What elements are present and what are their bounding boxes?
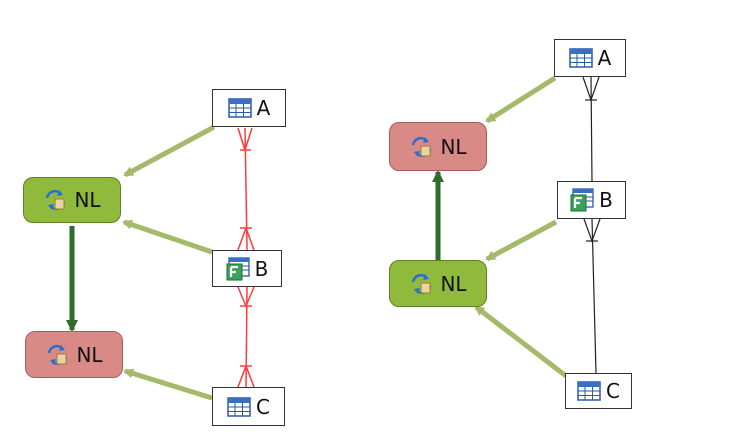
- relation-a-b: [582, 76, 600, 182]
- node-label: C: [256, 394, 270, 419]
- relation-a-b: [237, 127, 255, 251]
- edge-b-to-nl: [122, 219, 213, 255]
- node-label: B: [254, 256, 269, 281]
- flow-b-node[interactable]: B: [212, 250, 282, 287]
- relation-b-c: [583, 218, 601, 374]
- table-icon: [227, 98, 252, 118]
- nl-green-node[interactable]: NL: [23, 177, 121, 223]
- edge-a-to-nl: [123, 124, 216, 178]
- nl-green-node[interactable]: NL: [389, 260, 487, 307]
- edge-c-to-nl: [123, 368, 213, 401]
- node-label: NL: [440, 271, 467, 296]
- left-diagram-edges: [66, 124, 255, 401]
- function-table-icon: [570, 188, 594, 212]
- transform-icon: [46, 189, 66, 211]
- function-table-icon: [226, 256, 250, 280]
- flow-b-node[interactable]: B: [557, 181, 626, 219]
- edge-b-to-nl: [485, 219, 558, 262]
- node-label: A: [256, 96, 271, 120]
- transform-icon: [412, 273, 432, 294]
- node-label: NL: [74, 188, 101, 212]
- table-a-node[interactable]: A: [212, 89, 286, 127]
- nl-red-node[interactable]: NL: [389, 122, 487, 171]
- node-label: A: [597, 46, 612, 70]
- edge-a-to-nl: [485, 75, 557, 124]
- node-label: B: [599, 188, 613, 212]
- table-icon: [227, 396, 251, 417]
- table-icon: [577, 381, 601, 401]
- table-icon: [568, 48, 593, 68]
- edge-c-to-nl: [474, 305, 568, 378]
- table-c-node[interactable]: C: [212, 387, 285, 426]
- nl-red-node[interactable]: NL: [25, 331, 123, 378]
- table-a-node[interactable]: A: [554, 39, 626, 77]
- right-diagram-edges: [432, 75, 601, 378]
- node-label: NL: [440, 134, 467, 159]
- relation-b-c: [237, 286, 255, 388]
- node-label: C: [606, 379, 620, 403]
- node-label: NL: [76, 342, 103, 367]
- transform-icon: [48, 344, 68, 365]
- table-c-node[interactable]: C: [565, 373, 632, 409]
- transform-icon: [412, 136, 432, 157]
